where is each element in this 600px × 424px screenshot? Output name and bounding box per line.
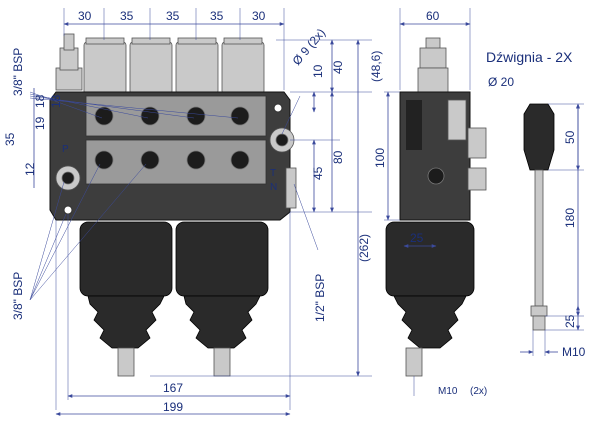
dim-top-4: 35 (210, 9, 224, 23)
bsp-bottom-label: 3/8" BSP (11, 272, 25, 320)
dim-top-3: 35 (166, 9, 180, 23)
bsp-top-label: 3/8" BSP (11, 48, 25, 96)
lever-thread: M10 (562, 345, 586, 359)
dim-199: 199 (163, 400, 183, 414)
side-view (385, 37, 487, 377)
side-d25-label: 25 (410, 231, 424, 245)
side-view-dimensions: 60 100 25 M10 (2x) (373, 8, 487, 397)
dim-18b: 18 (49, 94, 63, 108)
bottom-dimensions: 167 199 (55, 212, 291, 416)
joystick-left (79, 221, 173, 377)
spool-caps (83, 37, 265, 95)
dim-40: 40 (331, 60, 345, 74)
side-thread-label: M10 (438, 386, 458, 397)
dim-262: (262) (357, 234, 371, 262)
bsp-right-label: 1/2" BSP (313, 274, 327, 322)
dim-19: 19 (33, 116, 47, 130)
dim-10: 10 (311, 64, 325, 78)
lever-diameter: Ø 20 (488, 75, 514, 89)
port-letter-n: N (270, 182, 277, 193)
dim-35: 35 (3, 132, 17, 146)
hole-diameter-label: Ø 9 (2x) (290, 26, 329, 68)
port-letter-p: P (62, 144, 69, 155)
lever-detail: Dźwignia - 2X Ø 20 50 180 25 M10 (486, 49, 586, 359)
side-thread-qty: (2x) (470, 386, 487, 397)
dim-top-1: 30 (78, 9, 92, 23)
lever-title: Dźwignia - 2X (486, 49, 573, 65)
dim-48-6: (48,6) (369, 51, 383, 82)
inlet-fitting (55, 33, 83, 91)
side-height-label: 100 (373, 148, 387, 168)
dim-80: 80 (331, 150, 345, 164)
valve-body: P T N (49, 91, 297, 221)
dim-top-2: 35 (120, 9, 134, 23)
lever-dim-180: 180 (563, 208, 577, 228)
dim-167: 167 (163, 381, 183, 395)
side-width-label: 60 (426, 9, 440, 23)
port-letter-t: T (270, 168, 276, 179)
lever-dim-25: 25 (563, 314, 577, 328)
dim-45: 45 (311, 166, 325, 180)
dim-12: 12 (23, 162, 37, 176)
joystick-right (175, 221, 269, 377)
top-dimension-chain: 30 35 35 35 30 (63, 8, 285, 90)
front-view: P T N (49, 33, 297, 377)
dim-top-5: 30 (252, 9, 266, 23)
lever-dim-50: 50 (563, 130, 577, 144)
left-dimensions: 3/8" BSP 3/8" BSP 18 18 19 35 12 (3, 48, 239, 320)
dim-18a: 18 (33, 94, 47, 108)
